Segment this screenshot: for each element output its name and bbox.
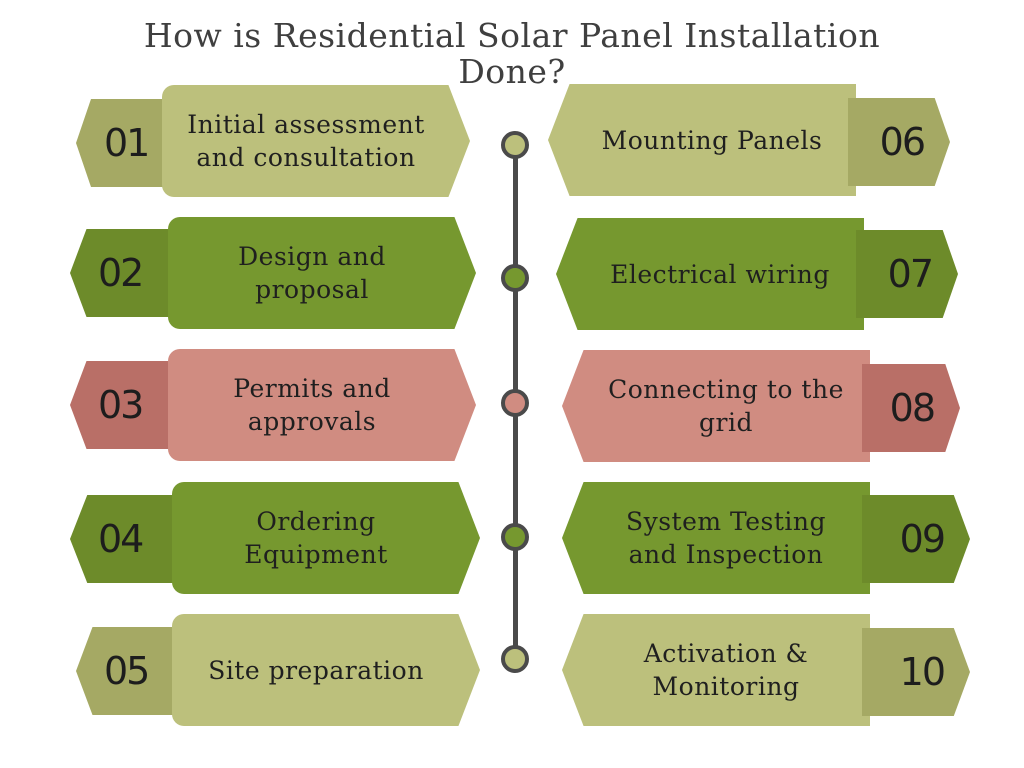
step-label-box-07: Electrical wiring	[556, 218, 864, 330]
timeline-node-2	[501, 264, 529, 292]
step-label: Activation & Monitoring	[643, 639, 809, 701]
page-title: How is Residential Solar Panel Installat…	[143, 16, 881, 91]
step-number: 06	[879, 120, 926, 164]
step-label-box-01: Initial assessment and consultation	[162, 85, 470, 197]
step-number: 03	[98, 383, 144, 427]
step-label: System Testing and Inspection	[625, 507, 827, 569]
step-number-tab-06: 06	[848, 98, 950, 186]
step-number-tab-07: 07	[856, 230, 958, 318]
step-number-tab-04: 04	[70, 495, 185, 583]
step-label-box-03: Permits and approvals	[168, 349, 476, 461]
step-label: Permits and approvals	[233, 374, 391, 436]
step-number-tab-10: 10	[862, 628, 970, 716]
step-label: Connecting to the grid	[608, 375, 844, 437]
step-number: 10	[899, 650, 946, 694]
step-label: Mounting Panels	[601, 125, 823, 155]
step-label-box-08: Connecting to the grid	[562, 350, 870, 462]
step-label: Site preparation	[208, 655, 424, 685]
step-number-tab-08: 08	[862, 364, 960, 452]
step-label: Initial assessment and consultation	[187, 110, 425, 172]
step-label-box-04: Ordering Equipment	[172, 482, 480, 594]
timeline-node-3	[501, 389, 529, 417]
step-number-tab-09: 09	[862, 495, 970, 583]
step-number-tab-02: 02	[70, 229, 180, 317]
step-label-box-09: System Testing and Inspection	[562, 482, 870, 594]
step-label: Ordering Equipment	[244, 507, 388, 569]
step-number: 05	[104, 649, 150, 693]
step-number: 09	[899, 517, 946, 561]
step-number: 08	[889, 386, 936, 430]
step-number-tab-05: 05	[76, 627, 186, 715]
step-label-box-05: Site preparation	[172, 614, 480, 726]
step-number: 07	[887, 252, 934, 296]
step-label-box-06: Mounting Panels	[548, 84, 856, 196]
step-label-box-10: Activation & Monitoring	[562, 614, 870, 726]
step-label-box-02: Design and proposal	[168, 217, 476, 329]
step-number-tab-03: 03	[70, 361, 180, 449]
step-number: 01	[104, 121, 150, 165]
timeline-node-5	[501, 645, 529, 673]
timeline-node-4	[501, 523, 529, 551]
step-number-tab-01: 01	[76, 99, 176, 187]
step-number: 02	[98, 251, 144, 295]
timeline-node-1	[501, 131, 529, 159]
step-label: Design and proposal	[238, 242, 386, 304]
step-label: Electrical wiring	[610, 259, 830, 289]
step-number: 04	[98, 517, 144, 561]
